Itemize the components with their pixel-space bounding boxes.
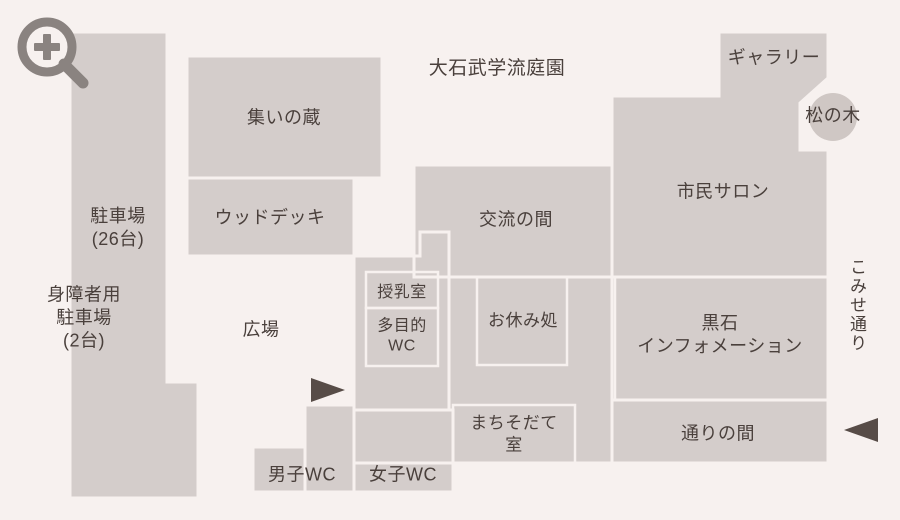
entrance-arrow-plaza-icon[interactable] bbox=[311, 378, 345, 402]
room-shape-tamokuteki-wc bbox=[364, 306, 440, 368]
room-shape-oyasumi-dokoro bbox=[475, 275, 569, 367]
entrance-arrow-street-icon[interactable] bbox=[844, 418, 878, 442]
building-mass bbox=[253, 32, 828, 492]
room-shape-tsudoi-no-kura[interactable] bbox=[185, 54, 384, 180]
room-shape-parking[interactable] bbox=[68, 30, 200, 500]
magnifier-plus-icon[interactable] bbox=[17, 17, 89, 89]
room-shape-danshi-wc bbox=[251, 445, 307, 494]
room-shape-wood-deck[interactable] bbox=[185, 176, 356, 258]
pine-tree-circle bbox=[809, 93, 857, 141]
building-outlines bbox=[251, 30, 830, 494]
